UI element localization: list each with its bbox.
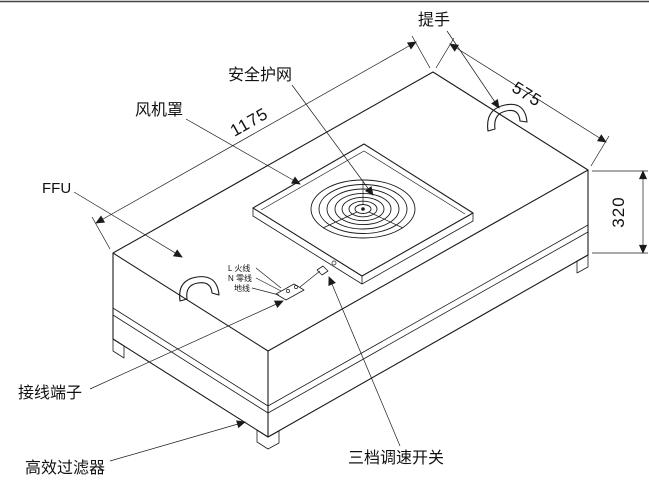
terminal-block — [275, 270, 321, 301]
fan-cover-plate — [252, 143, 474, 285]
terminal-screw — [286, 289, 290, 293]
wire-markings: L 火线 N 零线 地线 — [228, 263, 282, 296]
speed-switch-label: 三档调速开关 — [348, 449, 444, 467]
speed-switch-shape — [316, 265, 329, 276]
wire-pointer-lines — [251, 267, 282, 296]
leader-fan-cover — [185, 118, 301, 185]
handle-left-shape — [179, 276, 220, 302]
unit-outline — [112, 71, 589, 438]
terminal-label: 接线端子 — [18, 384, 82, 402]
safety-guard-net — [310, 179, 416, 239]
speed-switch — [316, 260, 337, 276]
hepa-filter-label: 高效过滤器 — [25, 459, 105, 477]
handle-label: 提手 — [418, 11, 450, 29]
dimension-width: 575 — [435, 37, 610, 167]
unit-body — [112, 71, 589, 450]
handle-left — [179, 276, 220, 302]
leader-safety-net — [291, 84, 374, 196]
fan-cover-label: 风机罩 — [135, 101, 183, 119]
switch-knob — [331, 260, 337, 266]
ext-lines-height — [592, 170, 648, 254]
dim-text-width: 575 — [509, 78, 546, 111]
dimension-height: 320 — [592, 170, 648, 254]
leader-hepa-filter — [109, 420, 246, 462]
wire-label-neutral: N 零线 — [228, 273, 252, 283]
body-filter-joint-lines — [112, 224, 589, 414]
handle-right-shape — [487, 103, 528, 132]
dim-line-length — [95, 41, 417, 224]
dim-text-height: 320 — [609, 196, 628, 227]
terminal-wire-line — [299, 270, 321, 288]
guard-center — [361, 207, 365, 211]
leader-speed-switch — [328, 276, 401, 447]
leader-ffu — [73, 191, 183, 258]
handle-right — [487, 103, 528, 132]
dim-text-length: 1175 — [227, 104, 272, 141]
safety-net-label: 安全护网 — [228, 66, 292, 84]
fan-plate-edge — [252, 207, 474, 285]
leader-lines — [73, 30, 500, 462]
callout-labels: 提手 安全护网 风机罩 FFU 接线端子 高效过滤器 三档调速开关 — [18, 11, 450, 477]
wire-label-ground: 地线 — [234, 283, 250, 293]
dim-line-width — [449, 43, 607, 143]
leader-terminal — [89, 300, 284, 390]
leader-handle — [446, 30, 500, 109]
wire-label-live: L 火线 — [228, 263, 250, 273]
ffu-label: FFU — [42, 180, 71, 197]
terminal-block-shape — [275, 283, 305, 301]
ext-lines-length — [91, 35, 431, 250]
terminal-screw — [294, 285, 298, 289]
filter-corner-tabs — [112, 254, 589, 450]
